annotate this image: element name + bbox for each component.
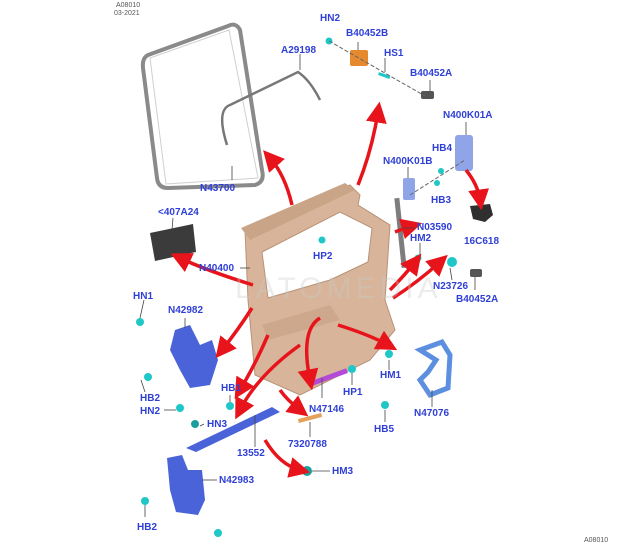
wiring-harness: [221, 70, 322, 146]
bracket-n47146: [308, 368, 348, 387]
license-lamp-panel: [150, 224, 196, 261]
label-n47146[interactable]: N47146: [309, 404, 345, 415]
label-n23726[interactable]: N23726: [433, 281, 469, 292]
clip-7320788: [297, 412, 323, 424]
fastener-hb2-upper: [144, 373, 152, 381]
label-hb3[interactable]: HB3: [431, 195, 452, 206]
fastener-hs1: [378, 72, 391, 79]
bracket-n47076: [414, 338, 453, 399]
weatherstrip-seal: [140, 22, 265, 191]
striker-n400k01b: [403, 178, 415, 200]
fastener-hm3: [302, 466, 312, 476]
fastener-hb1: [226, 402, 234, 410]
lower-hinge: [167, 455, 205, 515]
label-hm2[interactable]: HM2: [410, 233, 432, 244]
assembly-arrows: [170, 101, 490, 478]
latch-16c618: [470, 204, 493, 222]
striker-n400k01a: [455, 135, 473, 171]
diagram-code: A08010: [116, 2, 141, 9]
leader-line-top: [328, 40, 426, 97]
upper-hinge: [170, 325, 218, 388]
leader-lines: [139, 42, 476, 517]
label-n400k01a[interactable]: N400K01A: [443, 110, 493, 121]
label-n400k01b[interactable]: N400K01B: [383, 156, 433, 167]
fastener-n23726: [447, 257, 457, 267]
label-a29198[interactable]: A29198: [281, 45, 317, 56]
diagram-date: 03-2021: [114, 10, 140, 17]
label-n43700[interactable]: N43700: [200, 183, 236, 194]
fastener-hb4: [438, 168, 444, 174]
label-hm3[interactable]: HM3: [332, 466, 354, 477]
label-hb2-lower[interactable]: HB2: [137, 522, 158, 533]
label-hp1[interactable]: HP1: [343, 387, 363, 398]
label-b40452b[interactable]: B40452B: [346, 28, 389, 39]
handle-bar: [186, 407, 280, 452]
weatherstrip-seal-inner: [149, 29, 259, 185]
bumper-b40452a-right: [470, 269, 482, 277]
label-n03590[interactable]: N03590: [417, 222, 453, 233]
label-hb1[interactable]: HB1: [221, 383, 242, 394]
label-hb5[interactable]: HB5: [374, 424, 395, 435]
label-hn2-top[interactable]: HN2: [320, 13, 341, 24]
label-13552[interactable]: 13552: [237, 448, 265, 459]
fastener-hb5: [381, 401, 389, 409]
footer-code: A08010: [584, 537, 609, 544]
fastener-hp2: [318, 236, 326, 244]
label-n47076[interactable]: N47076: [414, 408, 450, 419]
label-16c618[interactable]: 16C618: [464, 236, 500, 247]
label-hb2-upper[interactable]: HB2: [140, 393, 161, 404]
label-hb4[interactable]: HB4: [432, 143, 453, 154]
fastener-hp1: [348, 365, 356, 373]
liftgate-panel: [241, 183, 396, 396]
label-hn1[interactable]: HN1: [133, 291, 154, 302]
watermark: LATOMEDIA: [235, 272, 442, 305]
label-hn2-lower[interactable]: HN2: [140, 406, 161, 417]
fastener-hn3: [191, 420, 199, 428]
fastener-hm1: [385, 350, 393, 358]
label-7320788[interactable]: 7320788: [288, 439, 327, 450]
label-hs1[interactable]: HS1: [384, 48, 404, 59]
label-hm1[interactable]: HM1: [380, 370, 402, 381]
label-b40452a-top[interactable]: B40452A: [410, 68, 453, 79]
fastener-hb3: [434, 180, 440, 186]
fastener-hn2-lower: [176, 404, 184, 412]
bumper-pad-b40452b: [350, 50, 368, 66]
label-b40452a-right[interactable]: B40452A: [456, 294, 499, 305]
leader-line-latch: [409, 159, 466, 196]
label-407a24[interactable]: <407A24: [158, 207, 199, 218]
label-hp2[interactable]: HP2: [313, 251, 333, 262]
label-n42982[interactable]: N42982: [168, 305, 204, 316]
fastener-hm2: [414, 254, 422, 262]
label-n42983[interactable]: N42983: [219, 475, 255, 486]
fastener-hn1: [136, 318, 144, 326]
fastener-hb2-lower: [141, 497, 149, 505]
bumper-b40452a-top: [421, 91, 434, 99]
fastener-bottom: [214, 529, 222, 537]
label-hn3[interactable]: HN3: [207, 419, 228, 430]
label-n40400[interactable]: N40400: [199, 263, 235, 274]
